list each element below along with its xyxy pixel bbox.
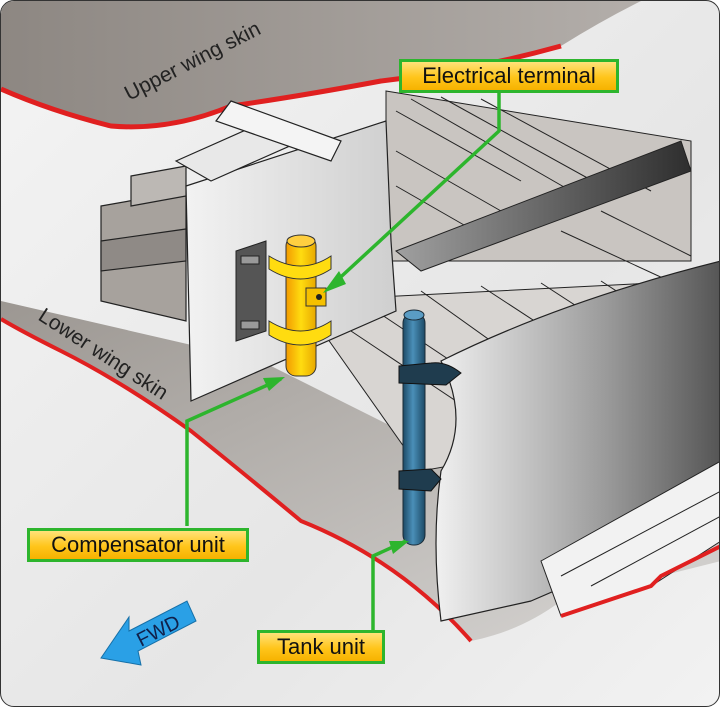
arrowhead-electrical-terminal [323,271,346,293]
arrowhead-tank-unit [389,541,409,554]
lower-wing-skin-edge [1,317,473,643]
leader-electrical-terminal [329,93,501,288]
upper-wing-skin [1,1,641,127]
terminal-hole [316,294,322,300]
tank-unit-probe [398,309,462,546]
leader-arrowheads [263,271,409,554]
callout-compensator-unit: Compensator unit [27,528,249,562]
compensator-unit [235,234,332,377]
fwd-arrow-icon: FWD [100,600,197,666]
spar-cap-flange [215,100,342,162]
rib-cap-bar [395,140,692,272]
leader-compensator-unit [185,377,282,526]
lower-right-edge [560,544,719,618]
left-stringers [100,165,187,322]
callout-tank-unit: Tank unit [257,630,385,664]
arrowhead-compensator-unit [263,377,285,391]
callout-electrical-terminal: Electrical terminal [399,59,619,93]
